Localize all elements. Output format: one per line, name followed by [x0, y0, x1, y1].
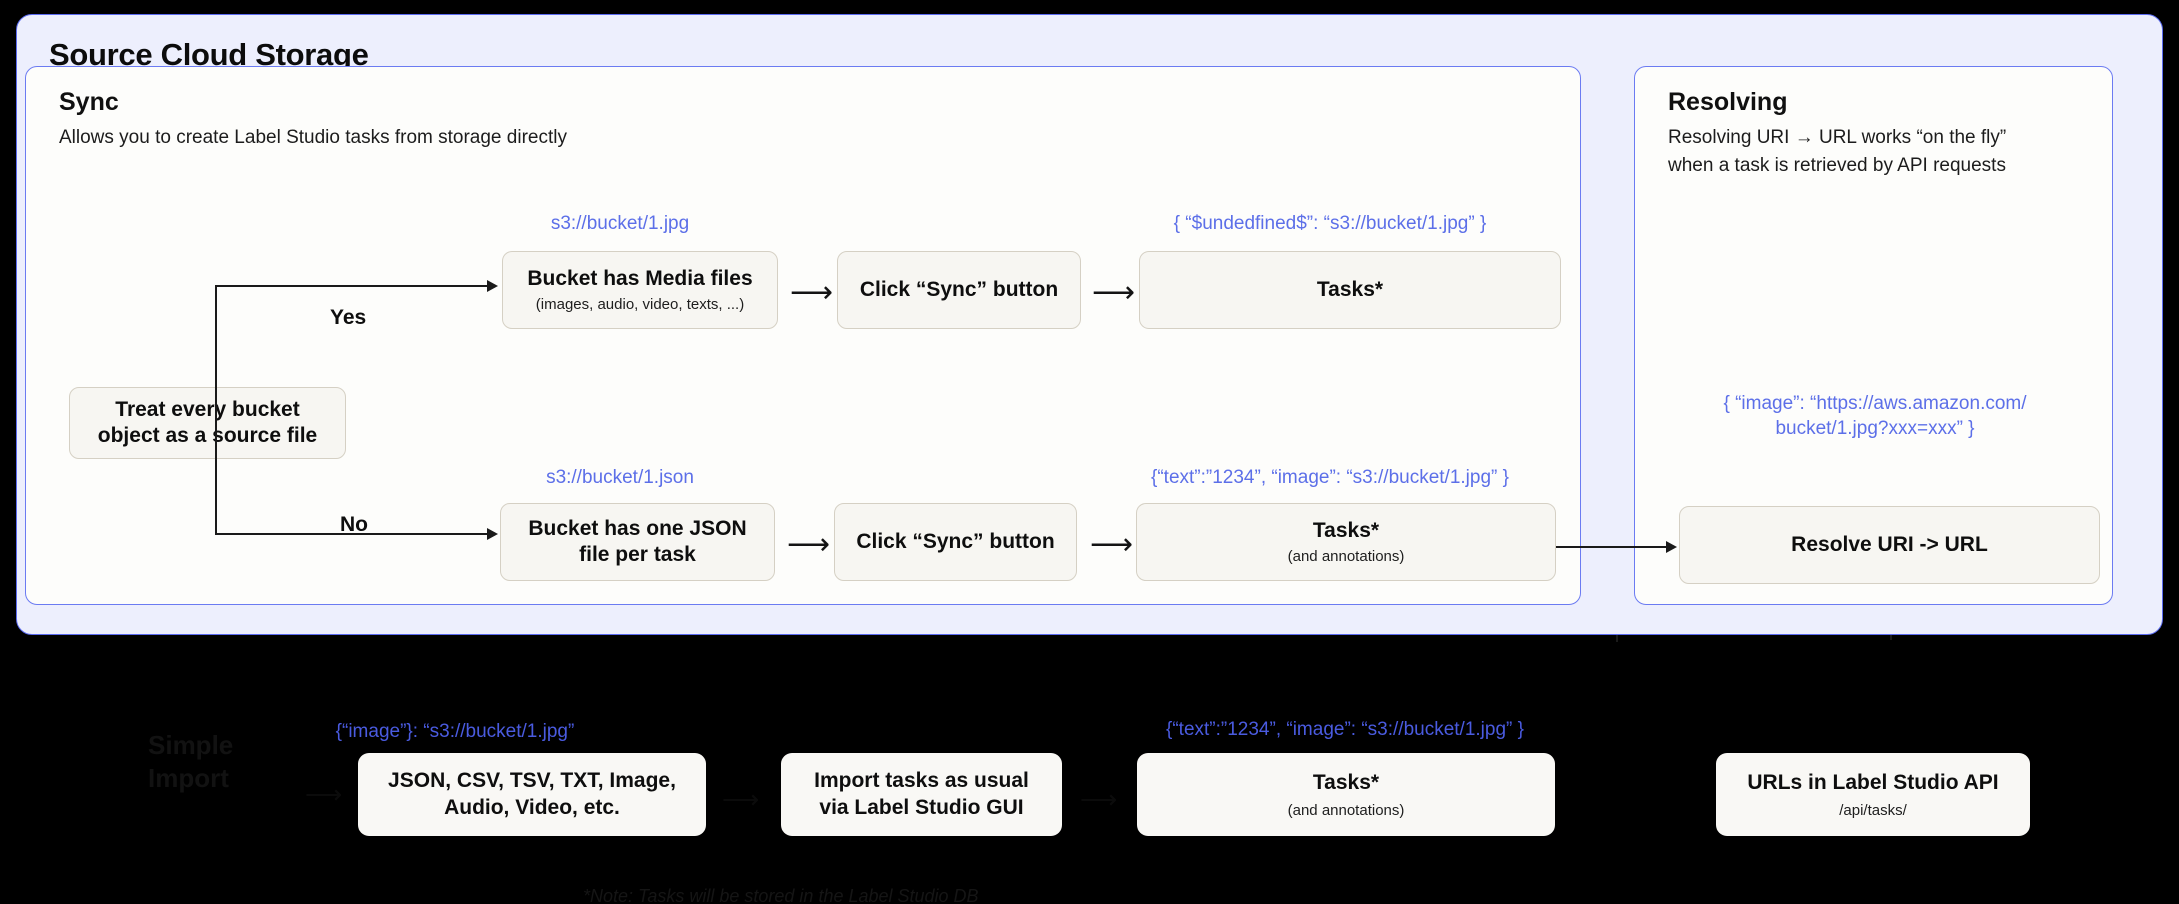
- bucket-has-media-files-box: Bucket has Media files (images, audio, v…: [502, 251, 778, 329]
- bucket-has-media-files-sub: (images, audio, video, texts, ...): [535, 295, 745, 313]
- branch-spine: [215, 285, 218, 535]
- urls-api-sub: /api/tasks/: [1839, 801, 1907, 819]
- treat-bucket-object-title: Treat every bucket object as a source fi…: [97, 398, 318, 447]
- arrow-right-icon-no-1: ⟶: [787, 527, 831, 562]
- resolving-heading: Resolving: [1668, 88, 1788, 116]
- click-sync-button-title-no: Click “Sync” button: [856, 530, 1055, 554]
- yes-row-json-label: { “$undedfined$”: “s3://bucket/1.jpg” }: [1173, 213, 1487, 234]
- sync-heading: Sync: [59, 88, 119, 116]
- tasks-box-yes: Tasks*: [1139, 251, 1561, 329]
- footnote-text: *Note: Tasks will be stored in the Label…: [583, 886, 979, 904]
- tasks-box-no-sub: (and annotations): [1287, 547, 1405, 565]
- arrow-right-icon-3: ⟶: [1080, 784, 1118, 814]
- branch-no-line: [215, 533, 488, 536]
- sync-subtitle: Allows you to create Label Studio tasks …: [59, 127, 567, 148]
- simple-import-tasks-box: Tasks* (and annotations): [1137, 753, 1555, 836]
- arrow-right-icon-yes-1: ⟶: [790, 275, 834, 310]
- yes-row-uri-label: s3://bucket/1.jpg: [550, 213, 690, 234]
- connector-no-tasks-to-resolve: [1556, 546, 1675, 549]
- no-row-uri-label: s3://bucket/1.json: [546, 467, 694, 488]
- branch-no-arrowhead: [487, 528, 498, 540]
- click-sync-button-title-yes: Click “Sync” button: [859, 278, 1059, 302]
- bucket-has-json-title: Bucket has one JSON file per task: [528, 517, 747, 566]
- simple-import-tasks-title: Tasks*: [1312, 771, 1380, 795]
- bucket-has-media-files-title: Bucket has Media files: [527, 267, 753, 291]
- click-sync-button-box-yes: Click “Sync” button: [837, 251, 1081, 329]
- formats-box-title: JSON, CSV, TSV, TXT, Image, Audio, Video…: [388, 769, 676, 819]
- resolve-uri-url-title: Resolve URI -> URL: [1791, 533, 1988, 557]
- import-gui-box: Import tasks as usual via Label Studio G…: [781, 753, 1062, 836]
- urls-api-title: URLs in Label Studio API: [1747, 771, 1999, 795]
- resolve-uri-url-box: Resolve URI -> URL: [1679, 506, 2100, 584]
- arrow-right-icon: ⟶: [305, 779, 343, 809]
- import-gui-box-title: Import tasks as usual via Label Studio G…: [814, 769, 1029, 819]
- treat-bucket-object-box: Treat every bucket object as a source fi…: [69, 387, 346, 459]
- simple-import-tasks-sub: (and annotations): [1287, 801, 1405, 819]
- simple-import-heading: Simple Import: [148, 730, 234, 793]
- simple-import-json-label-1: {“image”}: “s3://bucket/1.jpg”: [335, 721, 575, 742]
- no-row-json-label: {“text”:”1234”, “image”: “s3://bucket/1.…: [1151, 467, 1509, 488]
- branch-yes-line: [215, 285, 488, 288]
- simple-import-json-label-2: {“text”:”1234”, “image”: “s3://bucket/1.…: [1166, 719, 1524, 740]
- bucket-has-json-box: Bucket has one JSON file per task: [500, 503, 775, 581]
- resolving-subtitle: Resolving URI → URL works “on the fly” w…: [1668, 127, 2007, 176]
- tasks-box-yes-title: Tasks*: [1316, 278, 1384, 302]
- tasks-box-no-title: Tasks*: [1312, 519, 1380, 543]
- branch-yes-label: Yes: [330, 306, 367, 329]
- arrow-right-icon-2: ⟶: [722, 784, 760, 814]
- formats-box: JSON, CSV, TSV, TXT, Image, Audio, Video…: [358, 753, 706, 836]
- arrow-right-icon-yes-2: ⟶: [1092, 275, 1136, 310]
- branch-yes-arrowhead: [487, 280, 498, 292]
- branch-no-label: No: [340, 513, 368, 536]
- connector-resolve-arrowhead: [1666, 541, 1677, 553]
- click-sync-button-box-no: Click “Sync” button: [834, 503, 1077, 581]
- simple-import-section: Simple Import {“image”}: “s3://bucket/1.…: [0, 636, 2179, 904]
- resolving-json-label: { “image”: “https://aws.amazon.com/ buck…: [1723, 393, 2027, 439]
- urls-api-box: URLs in Label Studio API /api/tasks/: [1716, 753, 2030, 836]
- tasks-box-no: Tasks* (and annotations): [1136, 503, 1556, 581]
- arrow-right-icon-no-2: ⟶: [1090, 527, 1134, 562]
